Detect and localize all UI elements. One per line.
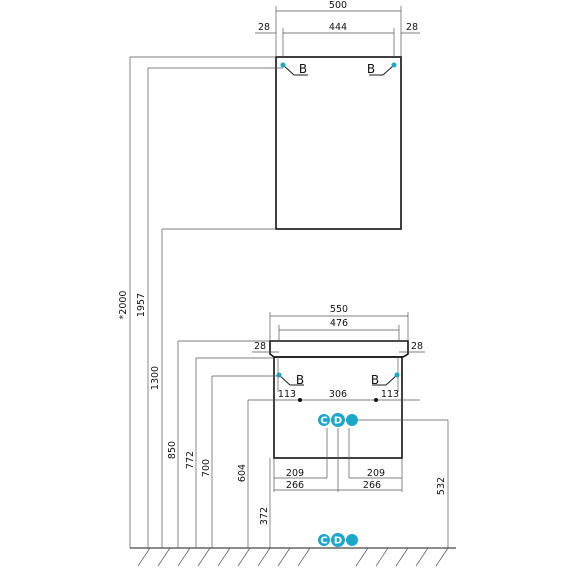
dim-pipe-right: 113	[381, 389, 399, 400]
pipe-d-icon	[331, 413, 345, 427]
floor-pipe-c-right-icon	[346, 534, 358, 546]
hinge-point-right	[391, 62, 397, 68]
dim-height-532: 532	[436, 477, 447, 495]
hinge-point-left-lower	[276, 372, 282, 378]
dim-sink-width: 550	[330, 304, 348, 315]
floor-pipe-d-icon	[331, 533, 345, 547]
hinge-label-top-right: B	[367, 62, 375, 76]
floor-pipe-d-label: D	[334, 536, 342, 547]
height-dimensions	[129, 56, 449, 548]
dim-height-1957: 1957	[136, 293, 147, 317]
hinge-label-top-left: B	[299, 62, 307, 76]
dim-height-772: 772	[185, 451, 196, 469]
dim-height-850: 850	[167, 441, 178, 459]
dim-bottom-266-left: 266	[286, 480, 304, 491]
pipe-c-left-label: C	[320, 416, 327, 427]
vanity-cabinet	[248, 312, 425, 492]
dim-sink-inner: 476	[330, 318, 348, 329]
pipe-c-left-icon	[318, 414, 330, 426]
pipe-c-right-icon	[346, 414, 358, 426]
dim-cabinet-left: 28	[258, 22, 270, 33]
hinge-label-lower-left: B	[296, 373, 304, 387]
dim-height-2000: *2000	[118, 291, 129, 320]
dim-cabinet-right: 28	[406, 22, 418, 33]
dim-pipe-center: 306	[329, 389, 347, 400]
dim-sink-right: 28	[411, 341, 423, 352]
dim-cabinet-width: 500	[329, 0, 347, 11]
pipe-d-label: D	[334, 416, 342, 427]
dim-height-1300: 1300	[150, 366, 161, 390]
pipe-marker-left	[298, 398, 302, 402]
dim-height-604: 604	[237, 464, 248, 482]
dim-height-372: 372	[259, 507, 270, 525]
floor	[130, 547, 456, 567]
dim-height-700: 700	[201, 459, 212, 477]
dim-bottom-209-right: 209	[367, 468, 385, 479]
floor-pipe-c-left-icon	[318, 534, 330, 546]
mirror-cabinet	[255, 6, 420, 230]
pipe-marker-right	[374, 398, 378, 402]
connection-group-floor: C D	[318, 533, 358, 547]
dim-pipe-left: 113	[278, 389, 296, 400]
dim-sink-left: 28	[254, 341, 266, 352]
dim-bottom-266-right: 266	[363, 480, 381, 491]
hinge-point-left	[280, 62, 286, 68]
floor-pipe-c-left-label: C	[320, 536, 327, 547]
dim-bottom-209-left: 209	[286, 468, 304, 479]
dim-cabinet-inner: 444	[329, 22, 347, 33]
hinge-label-lower-right: B	[371, 373, 379, 387]
connection-group-middle: C D	[318, 413, 358, 427]
hinge-point-right-lower	[394, 372, 400, 378]
